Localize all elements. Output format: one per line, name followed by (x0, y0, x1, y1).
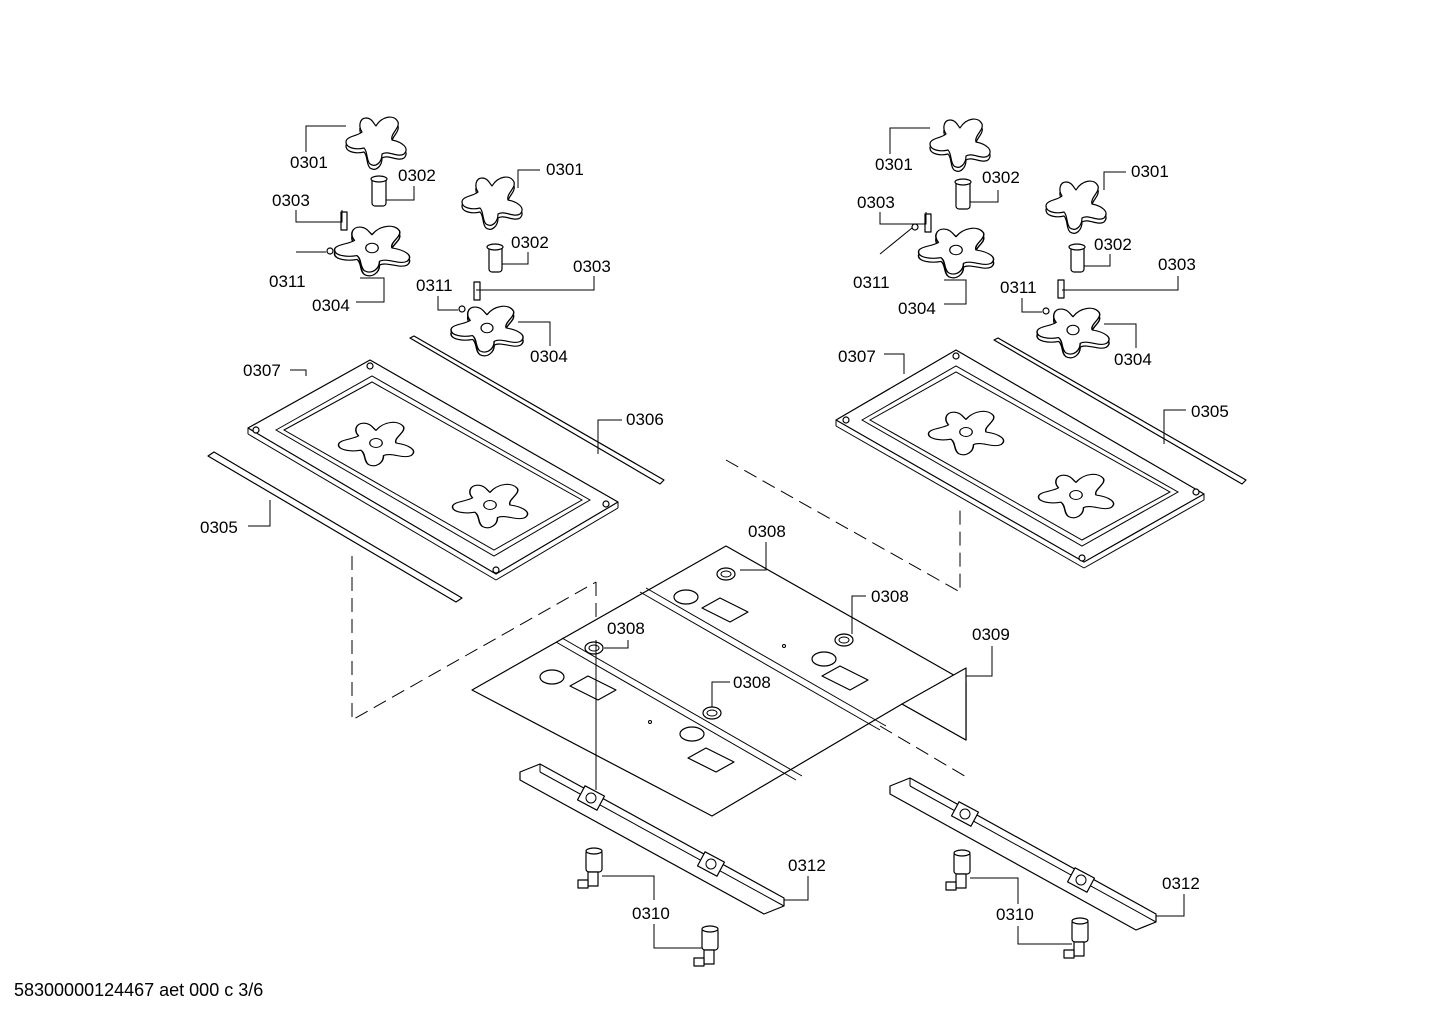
label-0305: 0305 (1191, 402, 1229, 421)
label-0303: 0303 (573, 257, 611, 276)
label-0304: 0304 (530, 347, 568, 366)
label-0310: 0310 (996, 905, 1034, 924)
burner-cap-icon (345, 116, 407, 170)
label-0302: 0302 (511, 233, 549, 252)
burner-cap-icon (929, 118, 991, 172)
assembly-guide (351, 556, 597, 721)
label-0303: 0303 (857, 193, 895, 212)
thermocouple-icon (340, 211, 481, 301)
gas-valve-icon (1063, 917, 1089, 959)
label-0304: 0304 (898, 299, 936, 318)
label-0303: 0303 (1158, 255, 1196, 274)
label-0312: 0312 (788, 856, 826, 875)
injector-icon (954, 178, 1086, 273)
label-0304: 0304 (312, 296, 350, 315)
trim-strip (409, 335, 665, 485)
label-0307: 0307 (243, 361, 281, 380)
hob-tray (835, 349, 1205, 569)
gas-rail-left (519, 640, 785, 915)
injector-icon (370, 175, 504, 273)
label-0301: 0301 (875, 155, 913, 174)
label-0308: 0308 (733, 673, 771, 692)
label-0301: 0301 (546, 160, 584, 179)
trim-strip (993, 337, 1247, 485)
burner-body-icon (450, 305, 524, 357)
label-0306: 0306 (626, 410, 664, 429)
label-0309: 0309 (972, 625, 1010, 644)
burner-body-icon (333, 225, 411, 277)
gas-valve-icon (945, 849, 971, 891)
hob-tray (247, 359, 619, 581)
part-labels: 0301 0302 0303 0301 0302 0303 0311 0311 … (200, 153, 1229, 924)
trim-strip (207, 451, 463, 603)
gas-valve-icon (577, 847, 603, 889)
burner-body-icon (917, 227, 995, 279)
label-0311: 0311 (853, 273, 890, 292)
spark-plug-icon (458, 305, 466, 313)
gas-rail-right (889, 777, 1157, 931)
label-0303: 0303 (272, 191, 310, 210)
label-0311: 0311 (269, 272, 306, 291)
spark-plug-icon (326, 247, 334, 255)
label-0304: 0304 (1114, 350, 1152, 369)
assembly-guide (879, 725, 969, 779)
assembly-guide (725, 459, 961, 593)
leader-lines (248, 125, 1186, 949)
label-0311: 0311 (1000, 278, 1037, 297)
label-0305: 0305 (200, 518, 238, 537)
label-0302: 0302 (398, 166, 436, 185)
left-burner-assembly (207, 116, 665, 603)
bearing-ring-icon (584, 567, 854, 720)
label-0308: 0308 (871, 587, 909, 606)
burner-cap-icon (1045, 180, 1107, 234)
label-0311: 0311 (416, 276, 453, 295)
spark-plug-icon (911, 223, 919, 231)
label-0310: 0310 (632, 904, 670, 923)
label-0302: 0302 (982, 168, 1020, 187)
thermocouple-icon (924, 213, 1065, 299)
spark-plug-icon (1042, 307, 1050, 315)
label-0302: 0302 (1094, 235, 1132, 254)
label-0301: 0301 (290, 153, 328, 172)
burner-cap-icon (461, 176, 523, 230)
label-0312: 0312 (1162, 874, 1200, 893)
label-0308: 0308 (607, 619, 645, 638)
label-0301: 0301 (1131, 162, 1169, 181)
drawing-reference: 58300000124467 aet 000 c 3/6 (14, 980, 264, 1000)
burner-body-icon (1036, 307, 1110, 359)
label-0307: 0307 (838, 347, 876, 366)
right-burner-assembly (835, 118, 1247, 569)
label-0308: 0308 (748, 522, 786, 541)
gas-valve-icon (693, 925, 719, 967)
